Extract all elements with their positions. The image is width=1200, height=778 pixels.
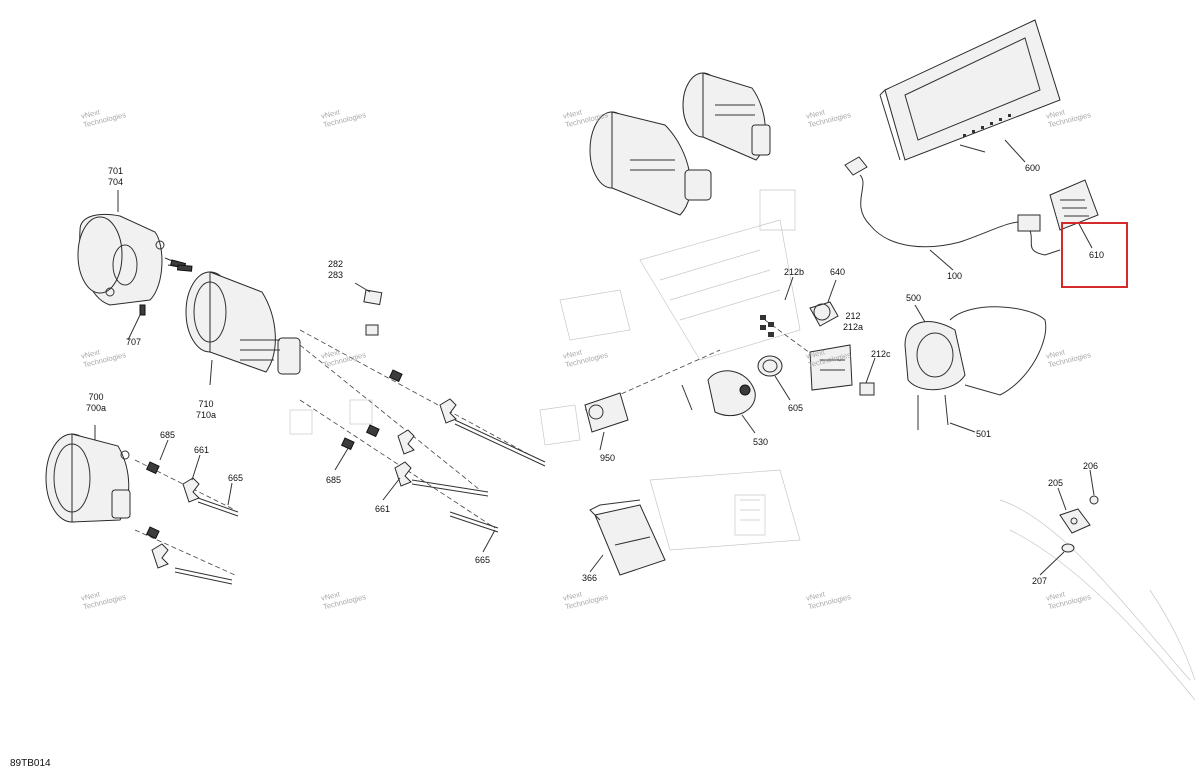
- callout-530: 530: [753, 437, 769, 447]
- callout-212c: 212c: [871, 349, 891, 359]
- callout-206: 206: [1083, 461, 1099, 471]
- callout-685-mid: 685: [326, 475, 342, 485]
- callout-700a: 700a: [86, 403, 107, 413]
- callout-282: 282: [328, 259, 344, 269]
- callout-950: 950: [600, 453, 616, 463]
- callout-707: 707: [126, 337, 142, 347]
- callout-685-left: 685: [160, 430, 176, 440]
- callout-600: 600: [1025, 163, 1041, 173]
- callout-501: 501: [976, 429, 992, 439]
- callout-212a: 212a: [843, 322, 864, 332]
- upper-headlight-assembly: [589, 72, 771, 216]
- callout-701: 701: [108, 166, 124, 176]
- callout-710: 710: [198, 399, 214, 409]
- callout-665-mid: 665: [475, 555, 491, 565]
- callout-700: 700: [88, 392, 104, 402]
- actuator-500: [904, 306, 1047, 430]
- headlight-bracket-701: [77, 213, 193, 316]
- figure-code: 89TB014: [10, 758, 51, 769]
- callout-710a: 710a: [196, 410, 217, 420]
- fasteners: [145, 289, 546, 585]
- highlight-box-610: [1061, 222, 1128, 288]
- wire-harness-100: [844, 156, 1061, 256]
- callout-366: 366: [582, 573, 598, 583]
- callout-500: 500: [906, 293, 922, 303]
- module-610: [1049, 179, 1099, 231]
- callout-212: 212: [845, 311, 861, 321]
- callout-640: 640: [830, 267, 846, 277]
- bracket-205: [1059, 495, 1099, 553]
- callout-205: 205: [1048, 478, 1064, 488]
- callout-610: 610: [1089, 250, 1105, 260]
- callout-661-mid: 661: [375, 504, 391, 514]
- assembly-dash-lines: [134, 319, 841, 576]
- callout-100: 100: [947, 271, 963, 281]
- callout-704: 704: [108, 177, 124, 187]
- background-chassis-sketch: [539, 189, 1196, 701]
- callout-212b: 212b: [784, 267, 805, 277]
- callout-665-left: 665: [228, 473, 244, 483]
- callout-283: 283: [328, 270, 344, 280]
- part-366: [589, 499, 666, 576]
- headlight-700: [45, 433, 131, 523]
- callout-605: 605: [788, 403, 804, 413]
- switch-group: [584, 301, 875, 433]
- callout-207: 207: [1032, 576, 1048, 586]
- callout-661-left: 661: [194, 445, 210, 455]
- headlight-710: [185, 271, 301, 375]
- instrument-cluster-600: [879, 19, 1061, 161]
- leader-lines: [94, 139, 1095, 576]
